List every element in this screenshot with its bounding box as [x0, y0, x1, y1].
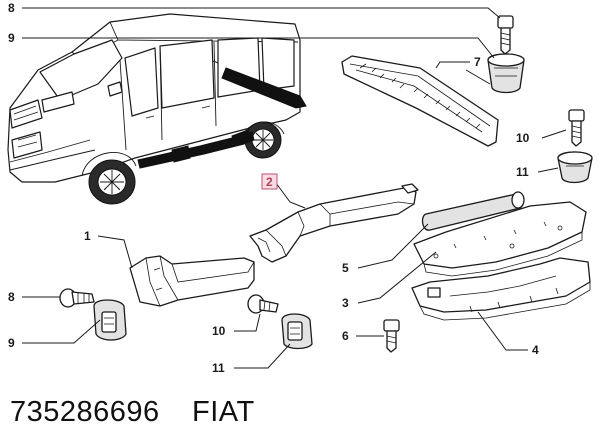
- part-7-sill-strip: [341, 55, 499, 147]
- callout-3: 3: [342, 296, 349, 310]
- part-9-clip-top: [487, 53, 525, 94]
- callout-2-highlight-box: [261, 173, 278, 190]
- callout-labels: 8 9 7 10 11 2 1 5 3 8 9 10 11 6 4: [8, 1, 539, 375]
- part-3-floor-panel: [413, 201, 587, 277]
- brand-text: FIAT: [192, 396, 255, 428]
- callout-9-top: 9: [8, 31, 15, 45]
- callout-10-right: 10: [516, 131, 530, 145]
- callout-10-mid: 10: [212, 324, 226, 338]
- footer: 735286696 FIAT: [10, 396, 255, 428]
- part-2-inner-sill: [249, 183, 419, 263]
- callout-11-mid: 11: [212, 361, 225, 375]
- callout-5: 5: [342, 261, 349, 275]
- callout-11-right: 11: [516, 165, 529, 179]
- van-illustration: [7, 13, 307, 205]
- part-11-clip-right: [557, 151, 593, 184]
- part-5-rod: [421, 191, 525, 231]
- leader-lines: [22, 7, 567, 369]
- part-8-bolt-left: [59, 288, 95, 308]
- part-10-bolt-mid: [247, 294, 279, 314]
- part-8-bolt-top: [497, 15, 514, 55]
- callout-9-left: 9: [8, 336, 15, 350]
- part-10-bolt-right: [568, 109, 585, 147]
- part-6-bolt: [383, 319, 400, 353]
- callout-4: 4: [532, 343, 539, 357]
- part-4-lower-bracket: [411, 257, 591, 321]
- part-11-clip-mid: [281, 313, 313, 350]
- part-number-text: 735286696: [10, 396, 160, 428]
- callout-6: 6: [342, 329, 349, 343]
- callout-1: 1: [84, 229, 91, 243]
- part-1-front-trim: [129, 255, 255, 307]
- callout-7: 7: [474, 55, 481, 69]
- callout-8-top: 8: [8, 1, 15, 15]
- part-9-clip-left: [93, 299, 127, 341]
- callout-2: 2: [266, 175, 273, 189]
- callout-8-left: 8: [8, 290, 15, 304]
